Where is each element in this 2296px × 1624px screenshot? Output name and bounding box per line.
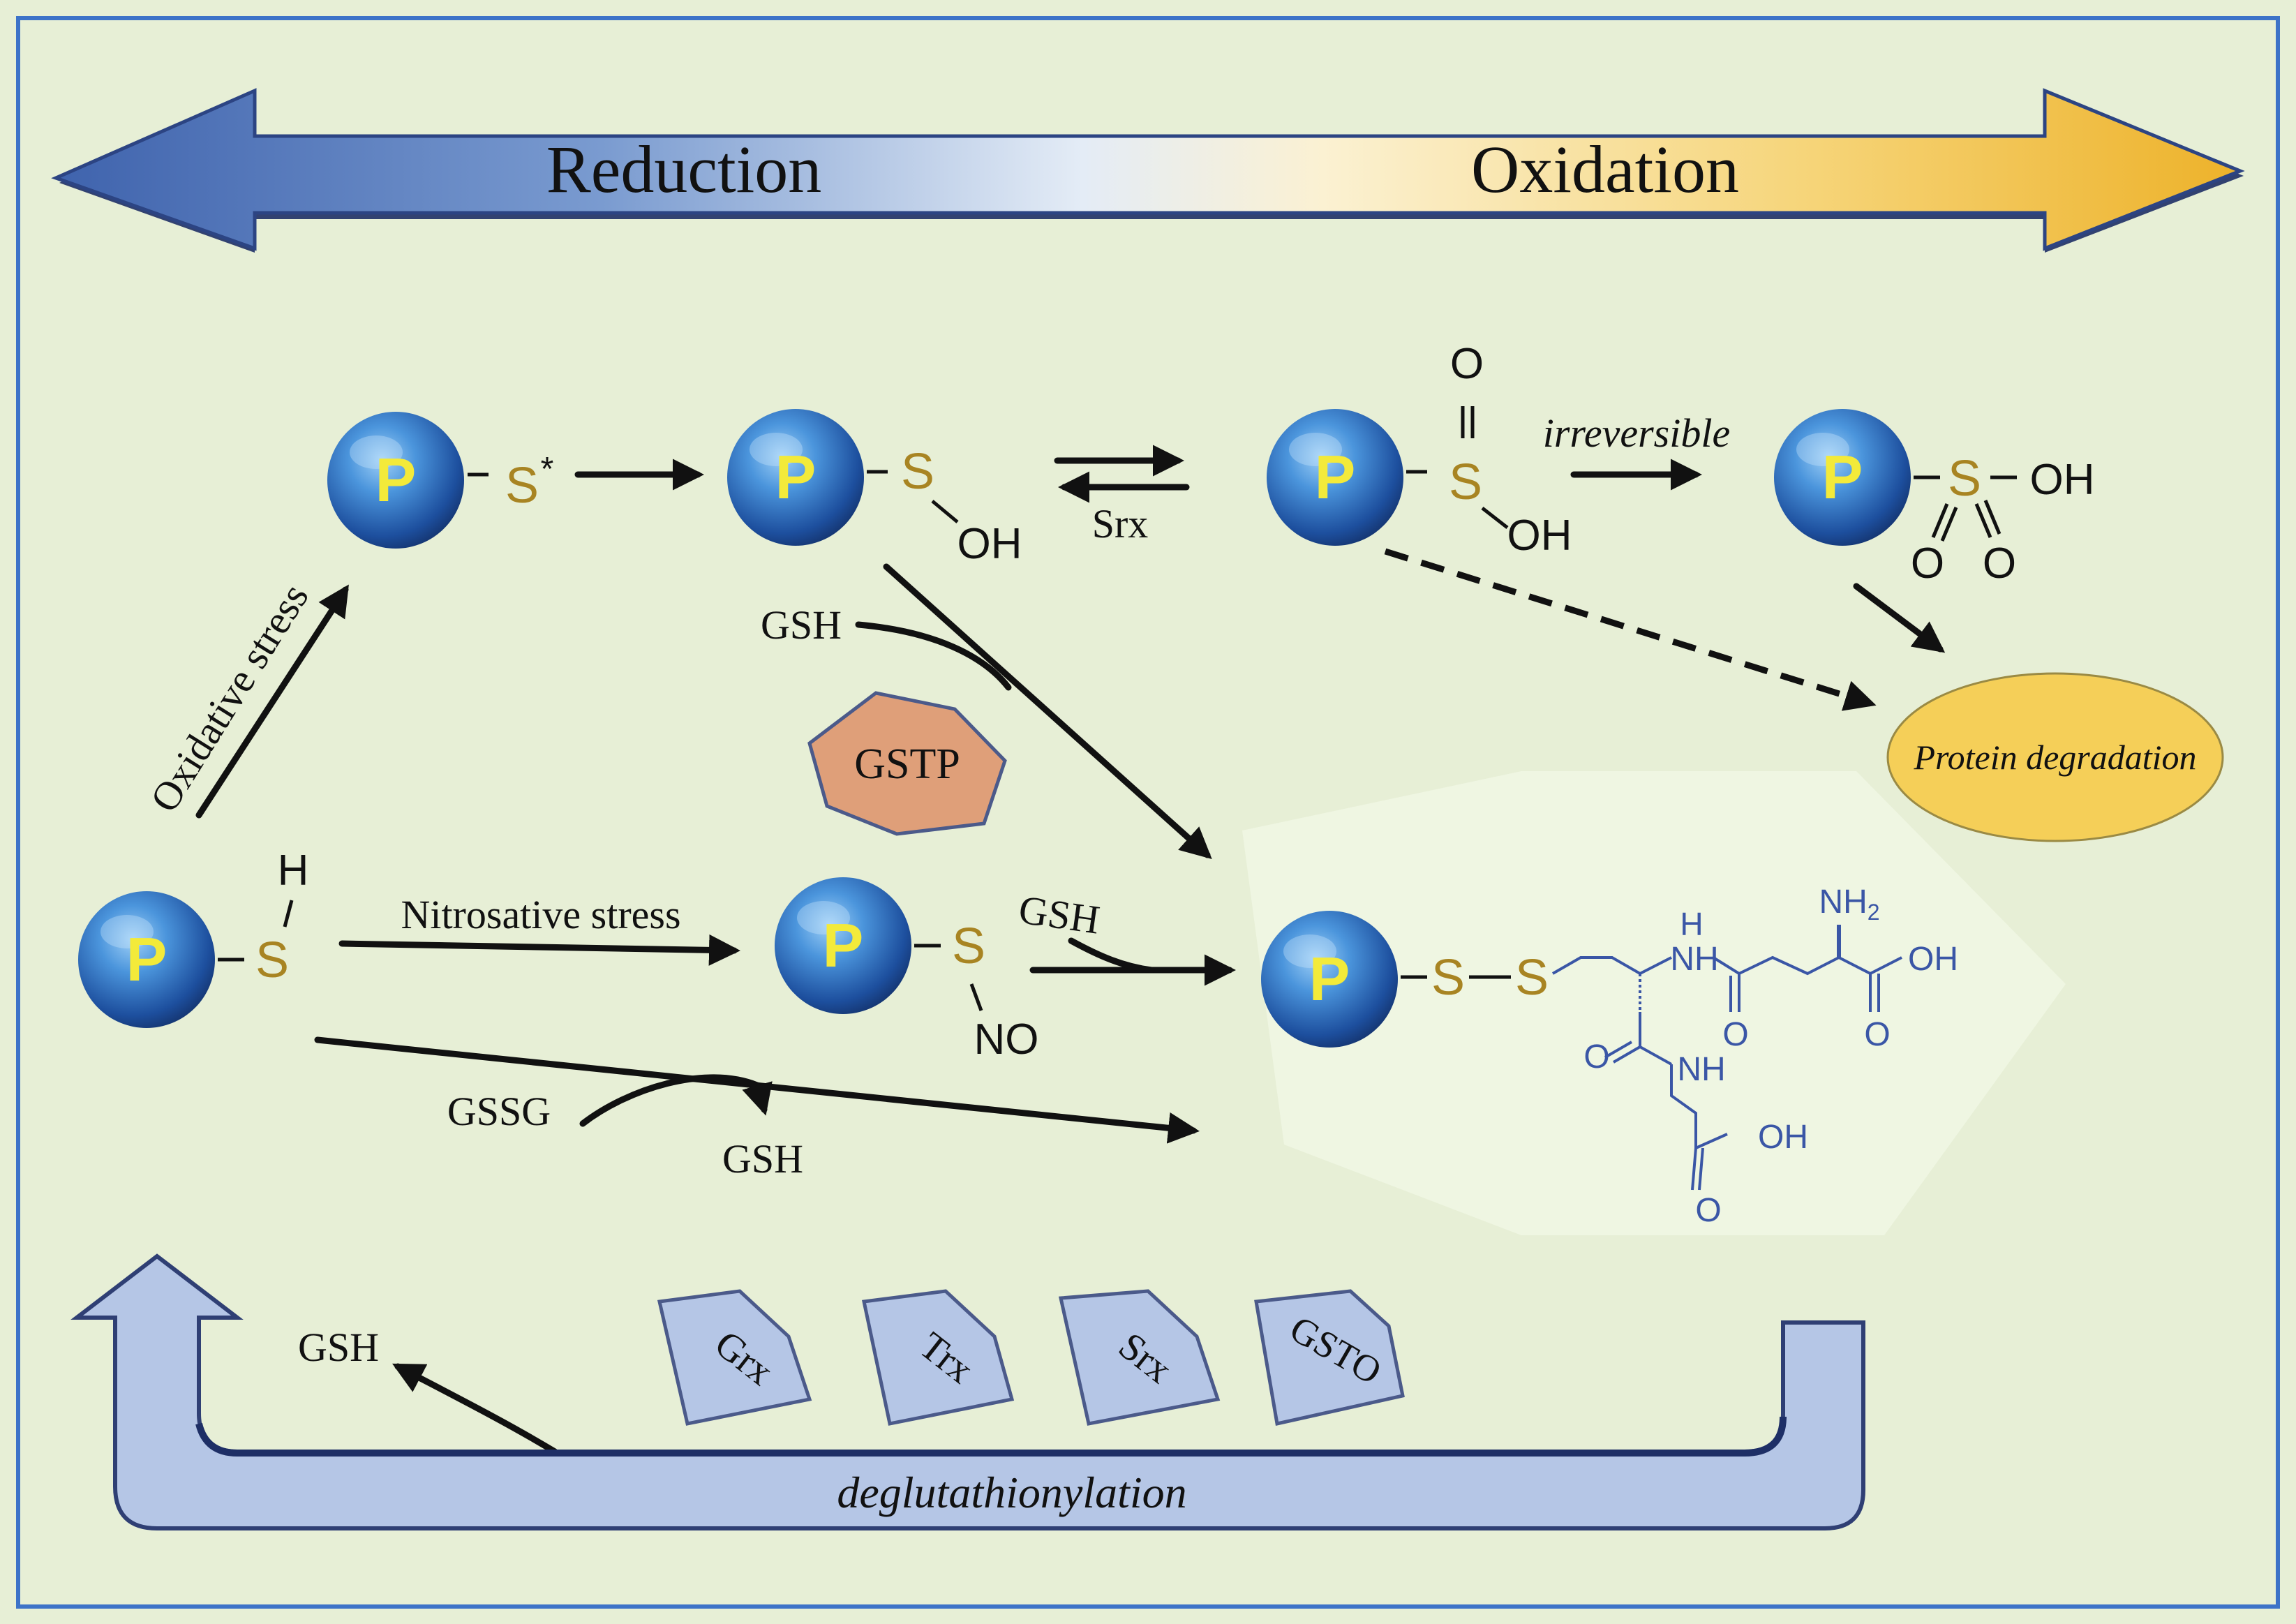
hydroxyl-label: OH xyxy=(957,520,1022,568)
protein-degradation-label: Protein degradation xyxy=(1913,738,2196,777)
enzyme-trx: Trx xyxy=(861,1289,1015,1426)
gsh-label-deglutathionylation: GSH xyxy=(298,1325,379,1370)
glutathione-acid-o: O xyxy=(1864,1016,1890,1053)
glutathione-structure xyxy=(1552,925,1902,1191)
srx-label: Srx xyxy=(1092,501,1149,546)
glutathione-oh-right: OH xyxy=(1908,941,1958,978)
protein-glutathionylated: P S S xyxy=(1261,911,1549,1048)
gsh-curve-snitroso xyxy=(1068,937,1155,974)
protein-label: P xyxy=(126,925,167,994)
gstp-enzyme xyxy=(807,691,1007,836)
protein-thiyl: P S * xyxy=(327,412,553,549)
hydrogen-label: H xyxy=(278,847,309,895)
glutathione-nh-top: NH xyxy=(1670,941,1718,978)
arrow-sulfinic-to-degradation xyxy=(1384,548,1877,711)
irreversible-label: irreversible xyxy=(1543,410,1730,456)
protein-sulfonic-acid: P S OH O O xyxy=(1774,409,2095,588)
oxidation-label: Oxidation xyxy=(1471,132,1739,207)
sulfur-label: S xyxy=(505,458,539,514)
protein-sulfenic-acid: P S OH xyxy=(727,409,1022,568)
nitroso-label: NO xyxy=(974,1015,1039,1064)
arrow-sulfonic-to-degradation xyxy=(1853,583,1946,653)
hydroxyl-label: OH xyxy=(2030,456,2095,504)
gsh-label-gssg: GSH xyxy=(722,1136,803,1182)
gssg-curve xyxy=(579,1074,773,1127)
sulfur-label: S xyxy=(1449,454,1482,510)
sulfur-label: S xyxy=(1948,451,1981,507)
gstp-label: GSTP xyxy=(854,740,960,788)
protein-label: P xyxy=(1822,442,1863,512)
glutathione-nh-top: H xyxy=(1680,906,1703,942)
glutathionylation-region xyxy=(1242,771,2066,1235)
arrow-oxidative-stress xyxy=(195,584,349,819)
redox-scale-arrow xyxy=(51,88,2245,253)
glutathione-amide-o: O xyxy=(1722,1016,1748,1053)
protein-label: P xyxy=(823,911,864,980)
gsh-curve-sulfenic xyxy=(855,621,1012,691)
protein-degradation-ellipse xyxy=(1886,672,2224,842)
glutathione-o-left: O xyxy=(1583,1038,1609,1075)
enzyme-grx: Grx xyxy=(657,1289,812,1426)
oxygen-label: O xyxy=(1911,539,1944,588)
deglutathionylation-label: deglutathionylation xyxy=(837,1468,1186,1517)
gsh-label-snitroso: GSH xyxy=(1016,886,1103,943)
protein-sulfinic-acid: P S O OH xyxy=(1267,340,1572,560)
sulfur-label: S xyxy=(1515,950,1549,1006)
gsh-label-sulfenic: GSH xyxy=(761,602,842,648)
radical-star: * xyxy=(541,451,554,488)
enzyme-gsto: GSTO xyxy=(1254,1289,1405,1426)
oxygen-label: O xyxy=(1983,539,2016,588)
protein-nitrosothiol: P S NO xyxy=(775,877,1039,1064)
protein-label: P xyxy=(1309,944,1350,1013)
sulfur-label: S xyxy=(255,932,289,988)
arrow-nitrosative-stress xyxy=(338,934,740,966)
sulfur-label: S xyxy=(952,918,985,974)
hydroxyl-label: OH xyxy=(1507,512,1572,560)
enzyme-srx: Srx xyxy=(1058,1289,1221,1426)
sulfur-label: S xyxy=(1431,950,1465,1006)
gsh-release-curve xyxy=(392,1363,558,1455)
protein-label: P xyxy=(375,445,417,514)
arrow-sulfenic-to-glutathionylated xyxy=(883,563,1212,860)
frame xyxy=(16,16,2280,1609)
nitrosative-stress-label: Nitrosative stress xyxy=(401,892,680,937)
protein-thiol: P S H xyxy=(78,847,308,1028)
reduction-label: Reduction xyxy=(546,132,822,207)
glutathione-oh-bottom: OH xyxy=(1758,1119,1808,1156)
glutathione-nh-bottom: NH xyxy=(1677,1051,1725,1088)
sulfur-label: S xyxy=(901,444,934,500)
glutathione-nh2: NH2 xyxy=(1819,884,1879,925)
oxygen-label: O xyxy=(1450,340,1484,388)
protein-label: P xyxy=(1315,442,1356,512)
protein-label: P xyxy=(775,442,817,512)
gssg-label: GSSG xyxy=(447,1089,551,1134)
glutathione-gly-o: O xyxy=(1695,1192,1721,1229)
